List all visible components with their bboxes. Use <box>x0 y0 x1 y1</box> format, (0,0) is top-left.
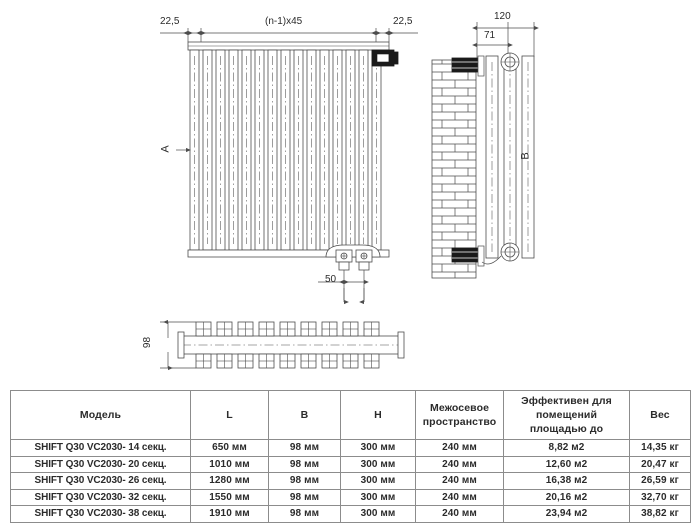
cell-b: 98 мм <box>268 488 341 506</box>
dim-label-depth-98: 98 <box>142 336 154 349</box>
column-header-effective-area-line2: площадью до <box>529 423 604 435</box>
column-header-l: L <box>190 390 269 440</box>
cell-weight: 32,70 кг <box>629 488 691 506</box>
dim-label-depth-71: 71 <box>484 30 496 41</box>
cell-b: 98 мм <box>268 472 341 490</box>
cell-weight: 20,47 кг <box>629 455 691 473</box>
specification-table: Модель L B H Межосевое пространство Эффе… <box>10 390 691 523</box>
cell-effective-area: 20,16 м2 <box>503 488 630 506</box>
cell-effective-area: 23,94 м2 <box>503 505 630 523</box>
table-row: SHIFT Q30 VC2030- 38 секц. 1910 мм 98 мм… <box>10 505 691 523</box>
cell-model: SHIFT Q30 VC2030- 14 секц. <box>10 439 191 457</box>
dim-label-right-225: 22,5 <box>393 16 413 27</box>
table-header-row: Модель L B H Межосевое пространство Эффе… <box>10 390 691 440</box>
column-header-weight: Вес <box>629 390 691 440</box>
cell-l: 650 мм <box>190 439 269 457</box>
table-row: SHIFT Q30 VC2030- 20 секц. 1010 мм 98 мм… <box>10 455 691 473</box>
dim-label-height-b: B <box>519 152 532 160</box>
cell-center-distance: 240 мм <box>415 505 504 523</box>
cell-effective-area: 16,38 м2 <box>503 472 630 490</box>
cell-model: SHIFT Q30 VC2030- 26 секц. <box>10 472 191 490</box>
dim-label-height-a: A <box>159 145 172 153</box>
table-row: SHIFT Q30 VC2030- 26 секц. 1280 мм 98 мм… <box>10 472 691 490</box>
dim-label-section-pitch: (n-1)x45 <box>265 16 303 27</box>
dim-label-left-225: 22,5 <box>160 16 180 27</box>
table-body: SHIFT Q30 VC2030- 14 секц. 650 мм 98 мм … <box>10 439 691 523</box>
cell-l: 1550 мм <box>190 488 269 506</box>
column-header-h: H <box>340 390 416 440</box>
cell-h: 300 мм <box>340 488 416 506</box>
cell-weight: 14,35 кг <box>629 439 691 457</box>
cell-h: 300 мм <box>340 472 416 490</box>
column-header-effective-area-line1: Эффективен для помещений <box>521 395 612 421</box>
cell-center-distance: 240 мм <box>415 472 504 490</box>
table-row: SHIFT Q30 VC2030- 32 секц. 1550 мм 98 мм… <box>10 488 691 506</box>
cell-h: 300 мм <box>340 455 416 473</box>
specification-table-container: Модель L B H Межосевое пространство Эффе… <box>10 390 691 523</box>
cell-model: SHIFT Q30 VC2030- 20 секц. <box>10 455 191 473</box>
column-header-b: B <box>268 390 341 440</box>
cell-h: 300 мм <box>340 439 416 457</box>
column-header-effective-area: Эффективен для помещений площадью до <box>503 390 630 440</box>
column-header-center-distance: Межосевое пространство <box>415 390 504 440</box>
cell-model: SHIFT Q30 VC2030- 38 секц. <box>10 505 191 523</box>
column-header-center-distance-line2: пространство <box>422 416 497 428</box>
technical-drawing: 22,5 (n-1)x45 22,5 A 50 120 71 B 98 <box>142 11 539 371</box>
cell-b: 98 мм <box>268 455 341 473</box>
cell-l: 1010 мм <box>190 455 269 473</box>
cell-weight: 38,82 кг <box>629 505 691 523</box>
table-row: SHIFT Q30 VC2030- 14 секц. 650 мм 98 мм … <box>10 439 691 457</box>
cell-weight: 26,59 кг <box>629 472 691 490</box>
cell-b: 98 мм <box>268 439 341 457</box>
cell-h: 300 мм <box>340 505 416 523</box>
dim-label-connection-50: 50 <box>325 274 337 285</box>
cell-center-distance: 240 мм <box>415 455 504 473</box>
column-header-model: Модель <box>10 390 191 440</box>
cell-b: 98 мм <box>268 505 341 523</box>
column-header-center-distance-line1: Межосевое <box>429 402 490 414</box>
cell-center-distance: 240 мм <box>415 488 504 506</box>
dim-label-depth-120: 120 <box>494 11 511 22</box>
cell-model: SHIFT Q30 VC2030- 32 секц. <box>10 488 191 506</box>
cell-effective-area: 12,60 м2 <box>503 455 630 473</box>
cell-l: 1910 мм <box>190 505 269 523</box>
cell-center-distance: 240 мм <box>415 439 504 457</box>
cell-l: 1280 мм <box>190 472 269 490</box>
cell-effective-area: 8,82 м2 <box>503 439 630 457</box>
